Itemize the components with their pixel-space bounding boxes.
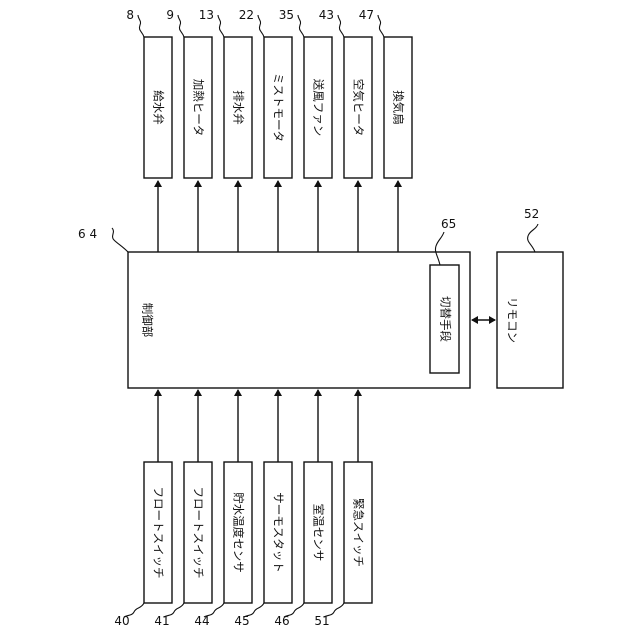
input-ref-1: 41 bbox=[154, 614, 169, 628]
input-ref-4: 46 bbox=[274, 614, 289, 628]
input-device-label-1: フロートスイッチ bbox=[192, 487, 206, 579]
output-ref-leader-4 bbox=[298, 15, 304, 37]
input-ref-0: 40 bbox=[114, 614, 129, 628]
input-device-label-0: フロートスイッチ bbox=[152, 487, 166, 579]
output-ref-leader-3 bbox=[258, 15, 264, 37]
output-ref-2: 13 bbox=[199, 8, 214, 22]
output-ref-leader-0 bbox=[138, 15, 144, 37]
input-device-label-3: サーモスタット bbox=[272, 492, 286, 573]
output-ref-leader-6 bbox=[378, 15, 384, 37]
input-device-label-2: 貯水温度センサ bbox=[232, 492, 246, 573]
output-device-label-0: 給水弁 bbox=[152, 90, 166, 125]
remote-controller-ref: 52 bbox=[524, 207, 539, 221]
input-device-label-5: 緊急スイッチ bbox=[352, 498, 366, 567]
output-ref-leader-1 bbox=[178, 15, 184, 37]
output-device-label-1: 加熱ヒータ bbox=[192, 79, 206, 137]
input-ref-2: 44 bbox=[194, 614, 209, 628]
controller-box bbox=[128, 252, 470, 388]
output-device-label-5: 空気ヒータ bbox=[352, 79, 366, 137]
input-ref-5: 51 bbox=[314, 614, 329, 628]
controller-ref-leader bbox=[112, 228, 128, 252]
controller-label: 制御部 bbox=[141, 303, 155, 338]
output-ref-leader-5 bbox=[338, 15, 344, 37]
controller-ref: 6 4 bbox=[78, 227, 97, 241]
output-ref-leader-2 bbox=[218, 15, 224, 37]
output-device-label-2: 排水弁 bbox=[232, 90, 246, 125]
input-devices: フロートスイッチ 40 フロートスイッチ 41 貯水温度センサ 44 サーモスタット 45 室温… bbox=[114, 390, 372, 628]
input-device-label-4: 室温センサ bbox=[312, 504, 326, 562]
output-ref-1: 9 bbox=[166, 8, 174, 22]
output-ref-5: 43 bbox=[319, 8, 334, 22]
output-devices: 給水弁 8 加熱ヒータ 9 排水弁 13 ミストモータ 22 送風ファン 35 空気ヒータ 43 換気扇… bbox=[126, 8, 412, 252]
output-device-label-3: ミストモータ bbox=[272, 73, 286, 142]
switching-means-label: 切替手段 bbox=[439, 296, 453, 342]
output-device-label-4: 送風ファン bbox=[312, 79, 326, 137]
output-ref-0: 8 bbox=[126, 8, 134, 22]
output-device-label-6: 換気扇 bbox=[392, 90, 406, 125]
remote-controller-ref-leader bbox=[528, 224, 538, 252]
output-ref-3: 22 bbox=[239, 8, 254, 22]
output-ref-6: 47 bbox=[359, 8, 374, 22]
input-ref-3: 45 bbox=[234, 614, 249, 628]
switching-means-ref: 65 bbox=[441, 217, 456, 231]
remote-controller-label: リモコン bbox=[506, 297, 520, 343]
output-ref-4: 35 bbox=[279, 8, 294, 22]
